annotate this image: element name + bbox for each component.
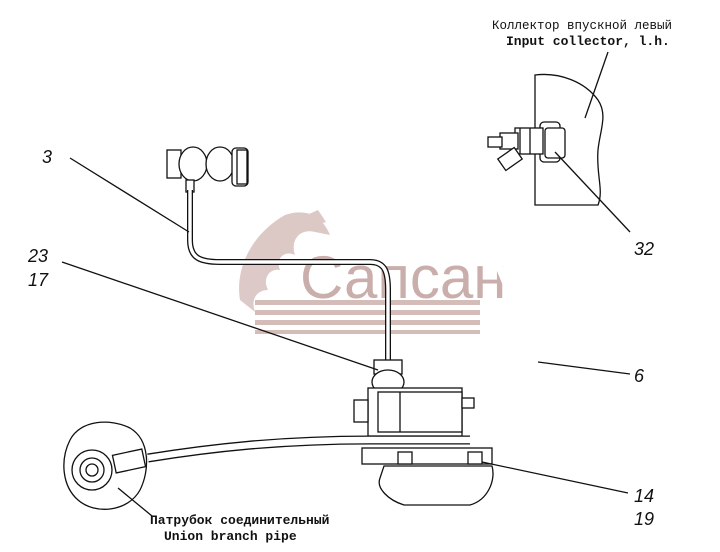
callout-23: 23	[27, 246, 48, 266]
watermark-stripes	[255, 300, 480, 334]
valve-block	[353, 359, 475, 437]
callout-14: 14	[634, 486, 654, 506]
fitting-32	[487, 121, 566, 172]
leader-6	[537, 361, 631, 375]
watermark-text: Сапсан	[300, 244, 506, 311]
fitting-3	[166, 146, 249, 193]
callout-3: 3	[42, 147, 52, 167]
leader-23-17	[61, 261, 379, 371]
watermark-eagle-icon	[239, 210, 330, 312]
callout-32: 32	[634, 239, 654, 259]
branch-label-ru: Патрубок соединительный	[150, 513, 329, 528]
hose-6-inner	[473, 167, 534, 451]
branch-label-en: Union branch pipe	[164, 529, 297, 544]
bracket	[361, 447, 494, 506]
union-branch-pipe	[63, 421, 148, 510]
leader-14-19	[481, 461, 629, 494]
input-collector	[534, 73, 604, 206]
collector-label-en: Input collector, l.h.	[506, 34, 670, 49]
callout-17: 17	[28, 270, 49, 290]
callout-19: 19	[634, 509, 654, 529]
collector-label-ru: Коллектор впускной левый	[492, 19, 672, 33]
leader-3	[69, 157, 190, 233]
leader-collector	[584, 51, 609, 119]
callout-6: 6	[634, 366, 645, 386]
leader-32	[554, 151, 631, 233]
leader-branch	[117, 487, 153, 517]
